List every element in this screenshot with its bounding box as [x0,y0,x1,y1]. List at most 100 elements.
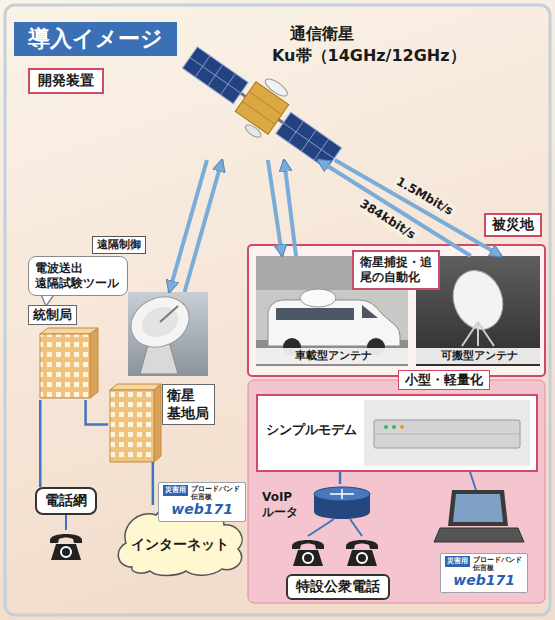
phone-box: 特設公衆電話 [286,574,390,600]
feature-box: 衛星捕捉・追尾の自動化 [352,250,440,290]
modem-photo [374,420,520,448]
building-icon [110,384,161,462]
telephone-icon [292,540,324,566]
laptop-icon [434,528,524,542]
vehicle-photo [300,289,336,307]
building-icon [110,390,154,462]
node-text: 可搬型アンテナ [416,348,542,364]
tag-box: 遠隔制御 [92,236,146,254]
web171-badge: 災害用ブロードバンド 伝言板web171 [158,482,246,522]
modem-box: シンプルモデム [256,394,538,472]
node-text: web171 [445,572,523,590]
node-text: インターネット [131,536,229,554]
node-text: 通信衛星 [290,24,354,44]
node-text: 統制局 [28,305,77,325]
node-text: 災害用 [163,485,188,496]
node-text: 衛星捕捉・追尾の自動化 [360,255,432,285]
vehicle-photo [362,305,378,318]
router-icon [314,487,370,519]
telephone-icon [292,540,378,566]
node-text: 車載型アンテナ [256,348,410,364]
cable-line [152,462,155,505]
antenna-photo [123,288,208,376]
callout-bubble: 電波送出 遠隔試験ツール [28,256,128,296]
antenna-photo [123,288,198,357]
network-box: 電話網 [35,487,97,515]
modem-photo [392,425,396,429]
node-text: 衛星 基地局 [162,384,215,425]
satellite-figure [182,47,248,104]
node-text: ブロードバンド 伝言板 [191,485,241,501]
satellite: 通信衛星Ku帯（14GHz/12GHz） [180,20,470,160]
vehicle-photo [276,308,354,320]
node-text: 被災地 [484,213,542,237]
node-text: ブロードバンド 伝言板 [473,556,523,572]
router-box: VoIP ルータ [262,484,374,528]
building-icon [40,328,98,334]
web171-badge: 災害用ブロードバンド 伝言板web171 [440,553,528,593]
signal-arrow [268,160,282,256]
node-text: シンプルモデム [266,422,357,438]
control-station: 統制局 [28,305,100,400]
building-icon [90,328,98,398]
router-icon [314,487,370,501]
cable-line [39,400,42,487]
title-tab: 導入イメージ [14,22,177,56]
phone-wire [65,514,67,530]
phone-wire [66,514,67,530]
modem-photo [400,425,404,429]
rate-label: 384kbit/s [357,196,418,242]
portable-antenna-photo [462,322,494,346]
laptop-icon [453,494,503,522]
building-icon [154,384,161,462]
node-text: 開発装置 [38,72,94,90]
laptop-icon [448,490,508,526]
cable-line [339,472,342,484]
node-text: 電話網 [45,492,87,510]
telephone-icon [50,534,82,560]
modem-photo [256,394,538,472]
background [5,5,550,615]
signal-arrow [185,160,222,292]
telephone-icon [346,540,378,566]
building-icon [40,328,98,398]
disaster-area-panel [248,380,545,603]
laptop-icon [434,490,524,542]
phone-wire [350,519,362,536]
diagram-title: 導入イメージ [28,25,163,53]
satellite-figure [182,47,248,104]
modem-photo [364,400,530,466]
node-text: 特設公衆電話 [296,578,380,596]
node-text: 小型・軽量化 [405,372,483,388]
rate-label: 1.5Mbit/s [393,174,455,219]
section-tag: 開発装置 [28,68,104,94]
modem-photo [374,434,520,435]
node-text: VoIP ルータ [262,490,303,520]
telephone-icon [50,534,82,560]
satellite-figure [243,123,262,140]
signal-arrow [318,160,471,256]
modem-photo [256,394,538,472]
phone-wire [470,472,476,490]
antenna-photo [160,306,178,322]
node-text: 電波送出 遠隔試験ツール [35,261,121,291]
base-station: 衛星 基地局 [108,292,217,462]
signal-arrow [335,160,501,256]
modem-photo [384,425,388,429]
node-text: Ku帯（14GHz/12GHz） [272,46,466,66]
signal-arrow [284,160,296,256]
phone-wire [308,519,334,536]
building-icon [110,384,161,390]
node-text: 災害用 [445,556,470,567]
rate-label-box: 1.5Mbit/s [392,173,458,220]
disaster-area-panel [248,245,545,376]
cable-line [86,400,108,425]
router-icon [330,489,354,499]
building-icon [40,334,90,398]
node-text: web171 [163,501,241,519]
satellite-figure [263,76,290,99]
satellite-figure [242,92,282,125]
